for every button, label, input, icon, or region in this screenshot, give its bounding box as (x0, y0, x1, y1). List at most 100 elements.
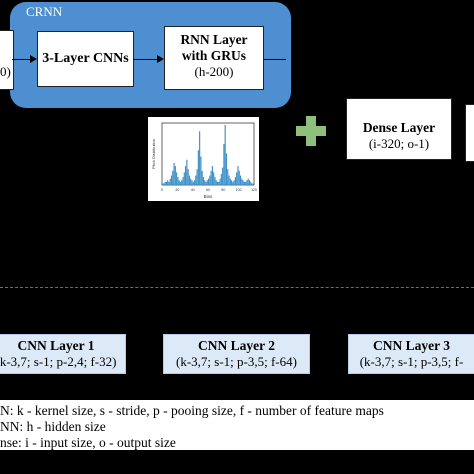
plot-bar (168, 181, 170, 185)
plot-bar (191, 180, 193, 185)
legend-panel: N: k - kernel size, s - stride, p - pooi… (0, 400, 474, 450)
plot-bar (238, 170, 240, 185)
plot-bar (190, 178, 192, 185)
plot-bar (242, 180, 244, 185)
plot-bar (214, 177, 216, 185)
plot-bar (250, 181, 252, 185)
plot-bar (241, 178, 243, 185)
plot-bar (218, 181, 220, 185)
plot-bar (252, 183, 254, 185)
plot-ylabel: Pitch Distribution (151, 139, 156, 169)
plot-bar (193, 180, 196, 185)
plot-x-tick: 0 (161, 188, 163, 192)
plot-xlabel: Bins (204, 194, 214, 199)
plot-x-tick: 80 (221, 188, 225, 192)
arrow-head-input (30, 55, 37, 63)
plot-bar (206, 180, 208, 185)
plot-bar (245, 181, 247, 185)
plot-bar (178, 180, 180, 185)
plot-bar (247, 178, 249, 185)
plot-bar (227, 169, 229, 185)
plot-x-tick: 60 (206, 188, 210, 192)
plot-bar (167, 180, 169, 185)
plus-icon-horizontal (296, 126, 326, 136)
plot-bar (232, 181, 234, 185)
plot-bar (164, 181, 166, 185)
arrow-input-to-cnn (12, 59, 30, 60)
output-box-partial (465, 104, 474, 162)
plot-bar (163, 183, 165, 185)
dense-layer-param: (i-320; o-1) (368, 136, 430, 151)
plot-bar (239, 175, 242, 185)
plot-bar (188, 175, 190, 185)
plot-bar (219, 178, 221, 185)
plot-bar (200, 156, 202, 185)
plot-bar (187, 169, 189, 185)
rnn-block-title-1: RNN Layer (180, 32, 248, 47)
plot-bar (165, 181, 167, 185)
plot-bar (228, 175, 230, 185)
legend-cnn: N: k - kernel size, s - stride, p - pooi… (0, 403, 384, 418)
cnn-layer-2-title: CNN Layer 2 (198, 338, 275, 353)
plot-bar (170, 175, 173, 185)
plot-bar (186, 159, 188, 185)
plot-bar (201, 170, 203, 185)
plot-bar (177, 177, 179, 185)
cnn-layer-1-box: CNN Layer 1 (k-3,7; s-1; p-2,4; f-32) (0, 334, 126, 374)
dense-layer-block: Dense Layer (i-320; o-1) (346, 98, 452, 160)
plot-bar (205, 181, 207, 185)
rnn-block-param: (h-200) (194, 64, 234, 79)
plot-bar (229, 178, 231, 185)
plot-bar (246, 180, 248, 185)
plot-bar (162, 183, 164, 185)
section-divider (0, 287, 474, 288)
plot-bar (231, 180, 233, 185)
plot-bar (215, 180, 217, 185)
plot-bar (169, 178, 171, 185)
plot-bar (233, 180, 235, 185)
plot-bar (181, 180, 183, 185)
plot-x-tick: 100 (236, 188, 242, 192)
plot-bar (173, 162, 175, 185)
plot-bar (179, 181, 182, 185)
plot-bar (208, 178, 210, 185)
input-box-partial-text: 0) (0, 64, 11, 79)
plot-bar (182, 177, 184, 185)
plot-bar (224, 125, 226, 185)
plot-bar (196, 169, 198, 185)
cnn-layer-3-title: CNN Layer 3 (373, 338, 450, 353)
plot-bar (234, 177, 236, 185)
dense-layer-title: Dense Layer (362, 120, 436, 135)
plot-bar (223, 143, 225, 185)
plot-bar (174, 166, 176, 185)
plot-bar (192, 181, 194, 185)
input-box-partial (0, 30, 14, 90)
plot-bar (176, 172, 178, 185)
legend-dense: nse: i - input size, o - output size (0, 435, 176, 450)
crnn-label: CRNN (26, 4, 63, 19)
plot-bar (222, 167, 224, 185)
plot-bar (185, 166, 187, 185)
cnn-layer-1-title: CNN Layer 1 (17, 338, 95, 353)
plot-bar (248, 180, 251, 185)
plot-bar (213, 172, 215, 185)
plot-bar (211, 166, 213, 185)
cnn-layer-3-box: CNN Layer 3 (k-3,7; s-1; p-3,5; f- (348, 334, 474, 374)
plot-bar (220, 173, 222, 185)
plot-bar (204, 180, 206, 185)
plot-x-tick: 40 (191, 188, 195, 192)
plot-bar (172, 170, 174, 185)
plot-x-tick: 120 (251, 188, 257, 192)
plot-bar (236, 172, 238, 185)
arrow-rnn-out (264, 59, 286, 60)
cnn-layer-1-param: (k-3,7; s-1; p-2,4; f-32) (0, 354, 117, 369)
legend-rnn: NN: h - hidden size (0, 419, 106, 434)
plot-bar (202, 177, 205, 185)
plot-bar (195, 175, 197, 185)
cnn-block-label: 3-Layer CNNs (42, 51, 129, 66)
plot-bar (210, 170, 212, 185)
cnn-block: 3-Layer CNNs (37, 31, 134, 87)
arrow-cnn-to-rnn (134, 59, 157, 60)
plot-bar (199, 131, 201, 185)
